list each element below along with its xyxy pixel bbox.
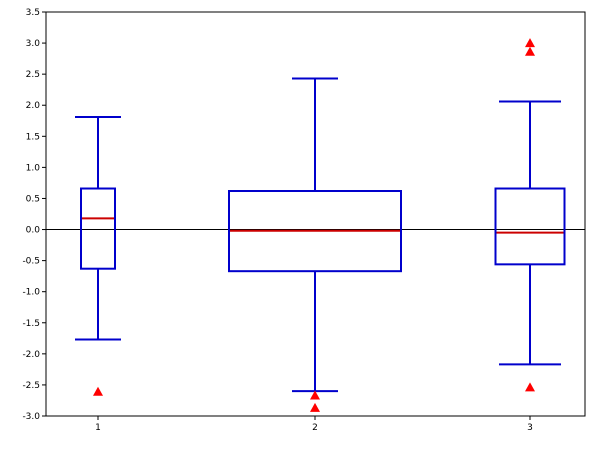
y-tick-label: 1.0 — [26, 163, 41, 173]
y-tick-label: 2.0 — [26, 101, 41, 111]
box-group-2 — [228, 77, 402, 393]
y-tick-label: -3.0 — [22, 412, 40, 422]
box-group-3 — [494, 100, 566, 366]
outlier-marker — [525, 38, 535, 48]
x-tick-label: 2 — [312, 423, 318, 433]
outliers-layer — [93, 38, 535, 412]
y-tick-label: -0.5 — [22, 257, 40, 267]
x-tick-label: 3 — [527, 423, 533, 433]
box-iqr — [228, 190, 402, 273]
box-group-1 — [75, 116, 121, 341]
box-iqr — [80, 187, 116, 270]
y-tick-label: -2.0 — [22, 350, 40, 360]
box-iqr — [494, 187, 566, 266]
y-tick-label: 0.5 — [26, 194, 40, 204]
ticks-layer: 3.5 3.0 2.5 2.0 1.5 1.0 0.5 0.0 -0.5 -1.0 -1.5 -2.0… — [22, 8, 532, 433]
y-tick-label: -1.5 — [22, 319, 40, 329]
x-tick-label: 1 — [95, 423, 101, 433]
y-tick-label: -2.5 — [22, 381, 40, 391]
outlier-marker — [310, 402, 320, 412]
boxes-layer — [75, 77, 566, 393]
outlier-marker — [525, 382, 535, 392]
y-tick-label: 3.0 — [26, 39, 41, 49]
y-tick-label: 0.0 — [26, 226, 41, 236]
y-tick-label: 2.5 — [26, 70, 40, 80]
y-tick-label: -1.0 — [22, 288, 40, 298]
outlier-marker — [525, 46, 535, 56]
outlier-marker — [310, 390, 320, 400]
y-tick-label: 1.5 — [26, 132, 40, 142]
outlier-marker — [93, 386, 103, 396]
y-tick-label: 3.5 — [26, 8, 40, 18]
